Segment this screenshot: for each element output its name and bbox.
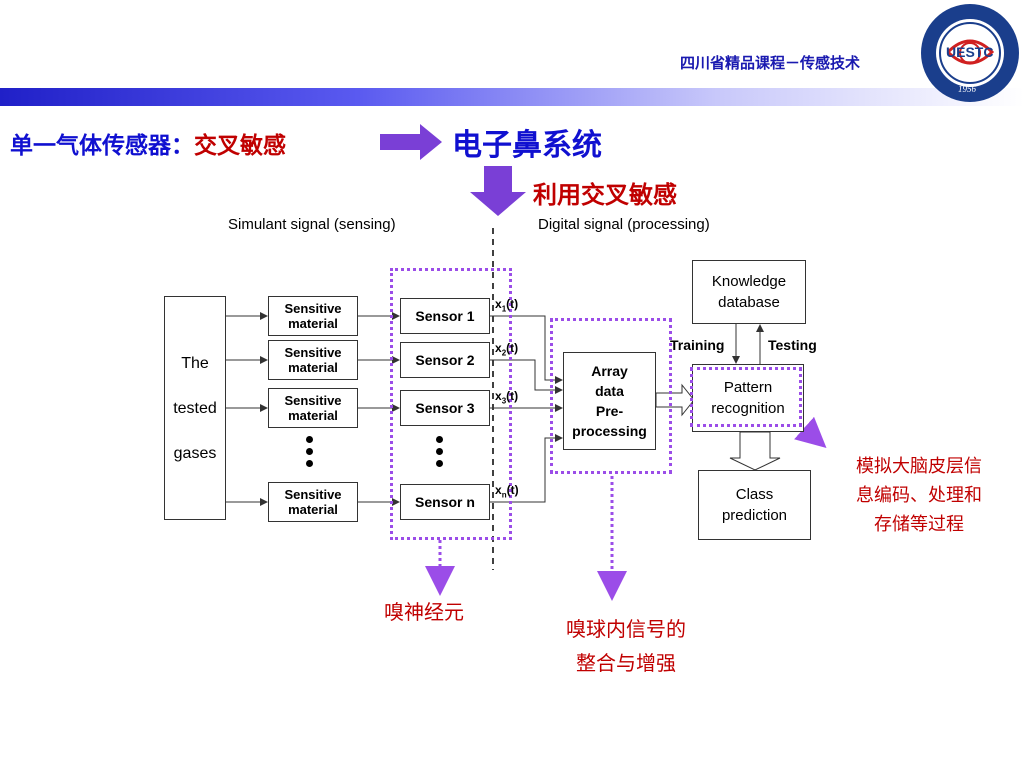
sensitive-material-2: Sensitive material <box>268 340 358 380</box>
uestc-logo <box>918 2 1022 104</box>
single-sensor-label: 单一气体传感器：交叉敏感 <box>10 126 286 160</box>
preprocess-line-2: data <box>595 383 624 399</box>
signal-x3-suffix: (t) <box>506 389 519 403</box>
preprocess-line-3: Pre- <box>595 403 624 419</box>
olfactory-bulb-highlight <box>550 318 672 474</box>
olfactory-neuron-annotation: 嗅神经元 <box>384 600 464 624</box>
signal-x2-sub: 2 <box>501 348 507 358</box>
cross-sensitivity-text: 交叉敏感 <box>194 132 286 159</box>
course-title: 四川省精品课程－传感技术 <box>680 54 861 72</box>
signal-xn-sub: n <box>501 490 507 500</box>
cortex-line-2: 息编码、处理和 <box>856 485 982 506</box>
preprocess-line-4: processing <box>572 423 647 439</box>
bulb-line-2: 整合与增强 <box>576 651 676 675</box>
signal-x1-suffix: (t) <box>506 297 519 311</box>
cortex-annotation: 模拟大脑皮层信 息编码、处理和 存储等过程 <box>826 452 1012 539</box>
signal-x2: x2(t) <box>495 341 518 357</box>
training-label: Training <box>670 337 725 353</box>
gases-line-1: The <box>181 354 209 372</box>
signal-x3-base: x <box>495 389 502 403</box>
cortex-highlight <box>690 367 802 427</box>
ellipsis-dots-sensors <box>436 436 444 472</box>
knowledge-line-1: Knowledge <box>711 273 787 290</box>
class-line-1: Class <box>735 486 774 503</box>
sensitive-material-n: Sensitive material <box>268 482 358 522</box>
signal-xn-suffix: (t) <box>506 483 519 497</box>
sensor-n: Sensor n <box>400 484 490 520</box>
sensitive-material-1: Sensitive material <box>268 296 358 336</box>
signal-x1-base: x <box>495 297 502 311</box>
enose-title: 电子鼻系统 <box>452 128 602 163</box>
preprocess-line-1: Array <box>591 363 628 379</box>
signal-xn: xn(t) <box>495 483 519 499</box>
gases-line-3: gases <box>173 444 217 462</box>
signal-x2-base: x <box>495 341 502 355</box>
simulant-signal-label: Simulant signal (sensing) <box>228 216 396 233</box>
olfactory-neuron-highlight <box>390 268 512 540</box>
knowledge-line-2: database <box>718 294 780 311</box>
cortex-line-3: 存储等过程 <box>874 514 964 535</box>
olfactory-bulb-annotation: 嗅球内信号的 整合与增强 <box>540 612 712 680</box>
sensor-1: Sensor 1 <box>400 298 490 334</box>
array-preprocessing-box: Array data Pre- processing <box>563 352 656 450</box>
signal-xn-base: x <box>495 483 502 497</box>
down-arrow-icon <box>470 166 526 216</box>
right-arrow-icon <box>380 124 442 160</box>
pattern-recognition-box: Pattern recognition <box>692 364 804 432</box>
use-cross-sensitivity: 利用交叉敏感 <box>533 180 677 209</box>
signal-x2-suffix: (t) <box>506 341 519 355</box>
logo-text: UESTC <box>946 44 994 60</box>
sensor-2: Sensor 2 <box>400 342 490 378</box>
class-line-2: prediction <box>721 507 788 524</box>
single-sensor-text: 单一气体传感器： <box>10 132 194 159</box>
pattern-line-1: Pattern <box>723 379 773 396</box>
class-prediction-box: Class prediction <box>698 470 811 540</box>
digital-signal-label: Digital signal (processing) <box>538 216 710 233</box>
tested-gases-box: The tested gases <box>164 296 226 520</box>
sensor-3: Sensor 3 <box>400 390 490 426</box>
pattern-line-2: recognition <box>711 400 785 417</box>
sensitive-material-3: Sensitive material <box>268 388 358 428</box>
knowledge-database-box: Knowledge database <box>692 260 806 324</box>
signal-x3: x3(t) <box>495 389 518 405</box>
cortex-line-1: 模拟大脑皮层信 <box>856 456 982 477</box>
testing-label: Testing <box>768 337 817 353</box>
signal-x1: x1(t) <box>495 297 518 313</box>
bulb-line-1: 嗅球内信号的 <box>566 617 686 641</box>
signal-x1-sub: 1 <box>501 304 507 314</box>
signal-x3-sub: 3 <box>501 396 507 406</box>
ellipsis-dots-materials <box>306 436 314 472</box>
logo-year: 1956 <box>958 84 976 94</box>
gases-line-2: tested <box>173 399 217 417</box>
header-bar <box>0 88 1024 106</box>
